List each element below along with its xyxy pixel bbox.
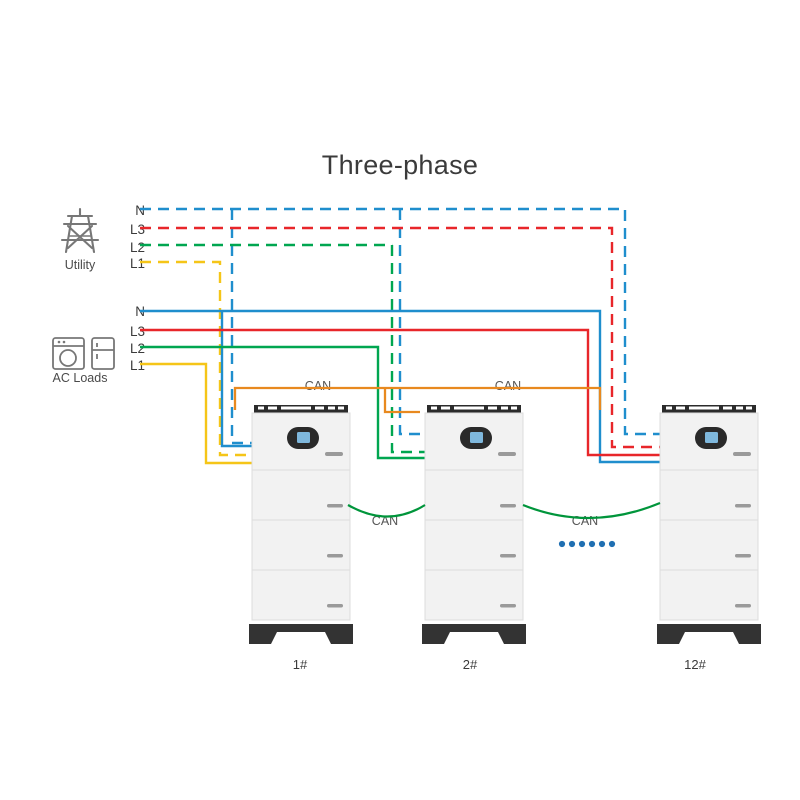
wire-acloads-l1 bbox=[140, 362, 252, 465]
wire-utility-n bbox=[140, 207, 660, 445]
battery-stack-unit-1[interactable] bbox=[249, 405, 353, 644]
battery-stack-unit-12[interactable] bbox=[657, 405, 761, 644]
cabinet-base bbox=[657, 624, 761, 644]
battery-module[interactable] bbox=[424, 469, 524, 521]
acloads-phase-label-l3: L3 bbox=[129, 324, 145, 339]
wire-utility-l3 bbox=[140, 226, 660, 449]
source-caption-ac-loads: AC Loads bbox=[52, 371, 108, 385]
battery-module[interactable] bbox=[251, 469, 351, 521]
brand-mark bbox=[327, 504, 343, 508]
refrigerator-icon bbox=[91, 337, 115, 370]
battery-module[interactable] bbox=[424, 569, 524, 621]
transmission-tower-icon bbox=[60, 207, 100, 254]
battery-stack-unit-2[interactable] bbox=[422, 405, 526, 644]
washing-machine-icon bbox=[52, 337, 85, 370]
cabinet-base bbox=[422, 624, 526, 644]
brand-mark bbox=[498, 452, 516, 456]
battery-module[interactable] bbox=[659, 569, 759, 621]
inverter-display-screen bbox=[470, 432, 483, 443]
inverter-display-screen bbox=[705, 432, 718, 443]
utility-phase-label-l3: L3 bbox=[129, 222, 145, 237]
brand-mark bbox=[733, 452, 751, 456]
source-caption-utility: Utility bbox=[64, 258, 96, 272]
wire-acloads-l2 bbox=[140, 345, 425, 460]
inverter-display-screen bbox=[297, 432, 310, 443]
page-title: Three-phase bbox=[321, 150, 479, 180]
wire-utility-l2 bbox=[140, 243, 425, 454]
unit-label-12: 12# bbox=[684, 657, 706, 672]
wire-can-stack-link-2 bbox=[522, 501, 661, 520]
acloads-phase-label-l1: L1 bbox=[129, 358, 145, 373]
brand-mark bbox=[327, 554, 343, 558]
wire-can-stack-link-1 bbox=[347, 504, 426, 518]
wire-utility-l1 bbox=[140, 260, 252, 457]
brand-mark bbox=[735, 504, 751, 508]
unit-label-1: 1# bbox=[292, 657, 308, 672]
brand-mark bbox=[735, 604, 751, 608]
can-label-top-2: CAN bbox=[494, 379, 522, 393]
can-continuation-dots bbox=[558, 540, 616, 548]
battery-module[interactable] bbox=[659, 469, 759, 521]
wire-can-top bbox=[233, 386, 602, 414]
battery-module[interactable] bbox=[659, 519, 759, 571]
brand-mark bbox=[325, 452, 343, 456]
wire-acloads-n bbox=[140, 309, 660, 464]
battery-module[interactable] bbox=[251, 519, 351, 571]
utility-phase-label-l2: L2 bbox=[129, 240, 145, 255]
can-label-top-1: CAN bbox=[304, 379, 332, 393]
inverter-module[interactable] bbox=[424, 412, 524, 471]
battery-module[interactable] bbox=[424, 519, 524, 571]
can-label-stack-1: CAN bbox=[371, 514, 399, 528]
brand-mark bbox=[500, 504, 516, 508]
acloads-phase-label-l2: L2 bbox=[129, 341, 145, 356]
brand-mark bbox=[327, 604, 343, 608]
utility-phase-label-l1: L1 bbox=[129, 256, 145, 271]
cabinet-base bbox=[249, 624, 353, 644]
wire-acloads-l3 bbox=[140, 328, 660, 457]
utility-phase-label-n: N bbox=[135, 203, 145, 218]
brand-mark bbox=[735, 554, 751, 558]
unit-label-2: 2# bbox=[462, 657, 478, 672]
battery-module[interactable] bbox=[251, 569, 351, 621]
brand-mark bbox=[500, 604, 516, 608]
brand-mark bbox=[500, 554, 516, 558]
